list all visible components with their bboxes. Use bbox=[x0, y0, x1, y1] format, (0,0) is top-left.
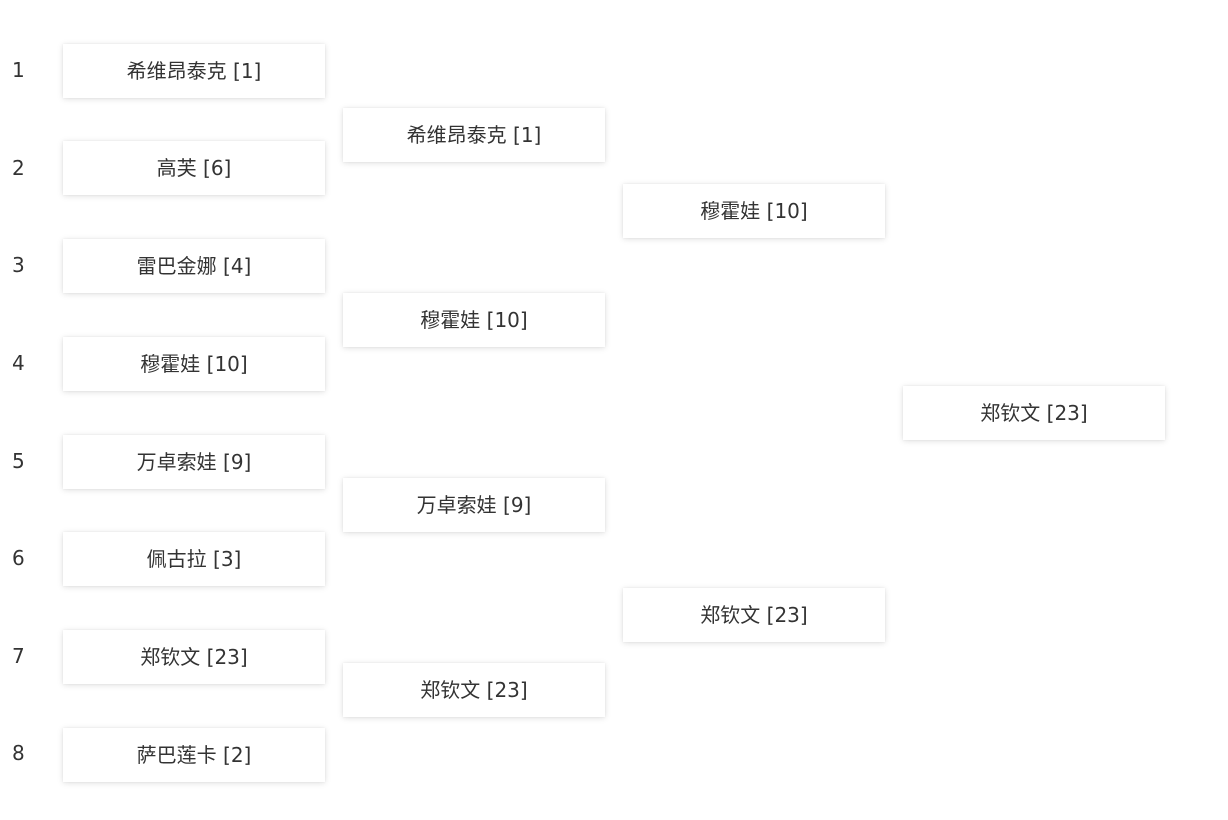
seed-number: 7 bbox=[12, 644, 25, 668]
round2-match-slot: 万卓索娃 [9] bbox=[343, 478, 605, 532]
round2-match-slot: 希维昂泰克 [1] bbox=[343, 108, 605, 162]
round3-match-slot: 穆霍娃 [10] bbox=[623, 184, 885, 238]
round1-match-slot: 郑钦文 [23] bbox=[63, 630, 325, 684]
round1-match-slot: 高芙 [6] bbox=[63, 141, 325, 195]
round1-match-slot: 萨巴莲卡 [2] bbox=[63, 728, 325, 782]
seed-number: 3 bbox=[12, 253, 25, 277]
final-slot: 郑钦文 [23] bbox=[903, 386, 1165, 440]
round1-match-slot: 穆霍娃 [10] bbox=[63, 337, 325, 391]
seed-number: 6 bbox=[12, 546, 25, 570]
round3-match-slot: 郑钦文 [23] bbox=[623, 588, 885, 642]
round2-match-slot: 穆霍娃 [10] bbox=[343, 293, 605, 347]
round1-match-slot: 万卓索娃 [9] bbox=[63, 435, 325, 489]
round1-match-slot: 佩古拉 [3] bbox=[63, 532, 325, 586]
seed-number: 2 bbox=[12, 156, 25, 180]
round1-match-slot: 希维昂泰克 [1] bbox=[63, 44, 325, 98]
seed-number: 5 bbox=[12, 449, 25, 473]
round2-match-slot: 郑钦文 [23] bbox=[343, 663, 605, 717]
seed-number: 8 bbox=[12, 741, 25, 765]
seed-number: 4 bbox=[12, 351, 25, 375]
round1-match-slot: 雷巴金娜 [4] bbox=[63, 239, 325, 293]
seed-number: 1 bbox=[12, 58, 25, 82]
